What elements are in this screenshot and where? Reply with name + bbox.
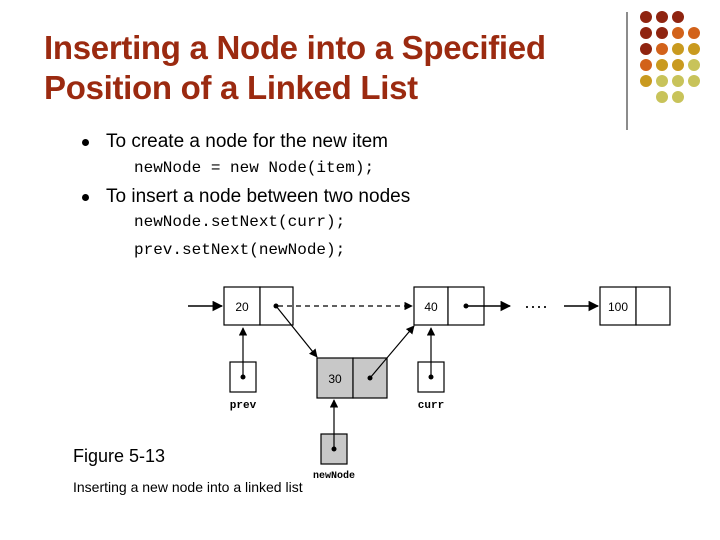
figure-caption: Figure 5-13	[73, 446, 166, 466]
decorative-dot	[672, 91, 684, 103]
node-value: 40	[424, 300, 438, 314]
decorative-dot	[656, 43, 668, 55]
node-value: 30	[328, 372, 342, 386]
newnode-reference: newNode	[313, 399, 355, 482]
decorative-dot	[688, 43, 700, 55]
decorative-divider	[626, 12, 628, 130]
decorative-dot	[656, 91, 668, 103]
bullet-text: To insert a node between two nodes	[106, 186, 411, 207]
curr-reference: curr	[417, 327, 445, 412]
decorative-dot	[672, 75, 684, 87]
decorative-dot	[640, 27, 652, 39]
prev-reference: prev	[229, 327, 257, 412]
decorative-dot	[688, 27, 700, 39]
new-link-prev-to-new	[275, 305, 318, 358]
title-line-2: Position of a Linked List	[44, 69, 418, 106]
code-line: newNode.setNext(curr);	[134, 213, 346, 231]
title-line-1: Inserting a Node into a Specified	[44, 29, 546, 66]
bullet-text: To create a node for the new item	[106, 131, 388, 152]
bullet-marker	[82, 139, 89, 146]
decorative-dot	[656, 11, 668, 23]
decorative-dot	[672, 27, 684, 39]
decorative-dot	[640, 59, 652, 71]
prev-label: prev	[230, 400, 257, 412]
decorative-dot	[672, 59, 684, 71]
code-line: prev.setNext(newNode);	[134, 241, 346, 259]
list-node-100: 100	[599, 286, 671, 326]
decorative-dot	[640, 43, 652, 55]
slide-title: Inserting a Node into a Specified Positi…	[44, 28, 604, 108]
decorative-dot	[688, 59, 700, 71]
node-value: 20	[235, 300, 249, 314]
newnode-label: newNode	[313, 470, 355, 482]
node-value: 100	[608, 300, 628, 314]
decorative-dot	[656, 27, 668, 39]
decorative-dot	[656, 75, 668, 87]
decorative-dot	[640, 11, 652, 23]
decorative-dot	[672, 11, 684, 23]
curr-label: curr	[418, 400, 444, 412]
decorative-dot-grid	[640, 11, 700, 103]
decorative-dot	[656, 59, 668, 71]
list-node-30-new: 30	[316, 357, 388, 399]
ellipsis: ····	[524, 296, 548, 316]
decorative-dot	[688, 75, 700, 87]
decorative-dot	[640, 75, 652, 87]
bullet-marker	[82, 194, 89, 201]
figure-description: Inserting a new node into a linked list	[73, 479, 303, 495]
decorative-dot	[672, 43, 684, 55]
new-link-new-to-curr	[369, 325, 415, 379]
code-line: newNode = new Node(item);	[134, 159, 375, 177]
